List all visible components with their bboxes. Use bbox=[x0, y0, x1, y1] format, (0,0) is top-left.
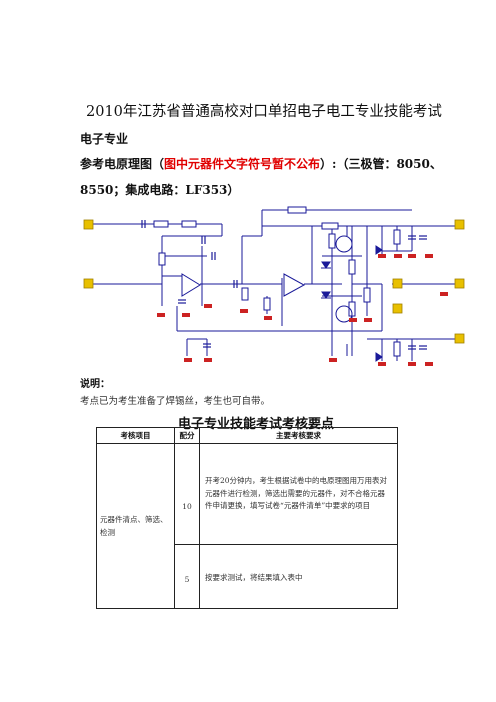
note-label: 说明： bbox=[80, 379, 110, 390]
requirement-cell: 按要求测试，将结果填入表中 bbox=[199, 544, 398, 609]
section-heading: 电子专业 bbox=[80, 132, 129, 146]
requirements-table: 考核项目 配分 主要考核要求 元器件清点、筛选、检测 10 开考20分钟内，考生… bbox=[96, 427, 398, 609]
reference-red-note: 图中元器件文字符号暂不公布 bbox=[164, 157, 321, 171]
reference-line: 参考电原理图（图中元器件文字符号暂不公布）:（三极管：8050、 bbox=[80, 155, 442, 172]
circuit-schematic bbox=[83, 206, 465, 366]
document-title: 2010年江苏省普通高校对口单招电子电工专业技能考试 bbox=[86, 104, 442, 120]
item-cell: 元器件清点、筛选、检测 bbox=[96, 443, 175, 609]
note-text: 考点已为考生准备了焊锡丝，考生也可自带。 bbox=[80, 396, 271, 407]
header-requirement: 主要考核要求 bbox=[199, 427, 398, 444]
table-row: 5 按要求测试，将结果填入表中 bbox=[97, 544, 398, 609]
requirement-cell: 开考20分钟内，考生根据试卷中的电原理图用万用表对元器件进行检测，筛选出需要的元… bbox=[199, 443, 398, 545]
table-header-row: 考核项目 配分 主要考核要求 bbox=[96, 427, 398, 444]
score-cell: 5 bbox=[174, 544, 200, 609]
table-row: 元器件清点、筛选、检测 10 开考20分钟内，考生根据试卷中的电原理图用万用表对… bbox=[96, 443, 398, 609]
reference-line-2: 8550；集成电路：LF353） bbox=[80, 183, 240, 197]
reference-prefix: 参考电原理图（ bbox=[80, 157, 165, 171]
score-cell: 10 bbox=[174, 443, 200, 545]
header-score: 配分 bbox=[174, 427, 200, 444]
header-item: 考核项目 bbox=[96, 427, 175, 444]
reference-suffix: ）:（三极管：8050、 bbox=[320, 157, 442, 171]
